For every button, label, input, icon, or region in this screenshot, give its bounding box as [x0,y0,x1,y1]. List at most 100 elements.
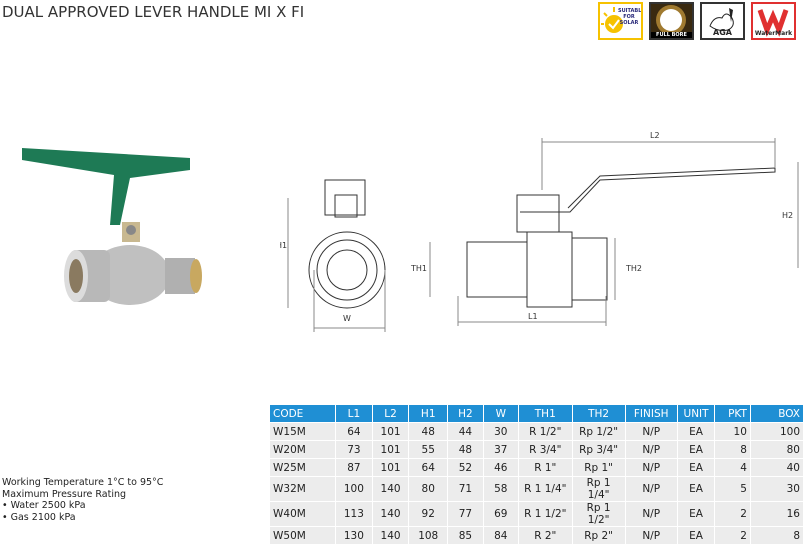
table-cell: N/P [625,441,677,459]
table-cell: 100 [336,477,373,502]
table-cell: Rp 1" [572,459,625,477]
table-cell: 101 [372,423,409,441]
table-cell: 64 [336,423,373,441]
table-cell: 77 [448,502,484,527]
table-cell: Rp 1 1/2" [572,502,625,527]
table-cell: R 1/2" [518,423,572,441]
table-cell: 8 [715,441,751,459]
specs-notes: Working Temperature 1°C to 95°C Maximum … [2,477,163,523]
table-cell: R 3/4" [518,441,572,459]
table-cell: 85 [448,527,484,544]
table-cell: 80 [750,441,803,459]
table-cell: 80 [409,477,448,502]
table-cell: Rp 1 1/4" [572,477,625,502]
l1-label: L1 [528,312,538,321]
table-cell: 130 [336,527,373,544]
table-cell: 58 [483,477,518,502]
table-cell: N/P [625,502,677,527]
water-pressure: • Water 2500 kPa [2,500,163,512]
aga-text: AGA [702,28,743,37]
table-cell: 2 [715,502,751,527]
technical-drawing: H1 W L2 H2 TH1 L1 TH2 [280,120,800,340]
h2-label: H2 [782,211,793,220]
table-cell: 100 [750,423,803,441]
column-header: TH1 [518,405,572,423]
column-header: W [483,405,518,423]
table-cell: N/P [625,459,677,477]
th2-label: TH2 [625,264,642,273]
table-cell: N/P [625,423,677,441]
column-header: H2 [448,405,484,423]
table-cell: Rp 1/2" [572,423,625,441]
column-header: TH2 [572,405,625,423]
watermark-badge: WaterMark [751,2,796,40]
table-cell: 101 [372,441,409,459]
table-cell: EA [677,459,715,477]
table-cell: 48 [409,423,448,441]
working-temperature: Working Temperature 1°C to 95°C [2,477,163,489]
table-cell: 71 [448,477,484,502]
table-cell: 87 [336,459,373,477]
table-cell: 113 [336,502,373,527]
table-cell: EA [677,527,715,544]
table-cell: 108 [409,527,448,544]
table-cell: R 1 1/2" [518,502,572,527]
table-cell: R 1" [518,459,572,477]
max-pressure-heading: Maximum Pressure Rating [2,489,163,501]
table-cell: 10 [715,423,751,441]
table-cell: 55 [409,441,448,459]
table-cell: W20M [270,441,336,459]
table-cell: R 1 1/4" [518,477,572,502]
h1-label: H1 [280,241,287,250]
table-cell: 16 [750,502,803,527]
page-title: DUAL APPROVED LEVER HANDLE MI X FI [2,3,304,21]
table-cell: 40 [750,459,803,477]
full-bore-badge: FULL BORE [649,2,694,40]
aga-badge: AGA [700,2,745,40]
table-cell: EA [677,502,715,527]
table-cell: R 2" [518,527,572,544]
certification-badges: SUITABLE FOR SOLAR FULL BORE AGA WaterMa… [598,2,796,40]
full-bore-text: FULL BORE [651,32,692,38]
table-cell: W50M [270,527,336,544]
table-cell: 44 [448,423,484,441]
column-header: UNIT [677,405,715,423]
l2-label: L2 [650,131,660,140]
table-cell: 84 [483,527,518,544]
watermark-text: WaterMark [753,30,794,37]
table-cell: EA [677,441,715,459]
table-cell: EA [677,423,715,441]
table-cell: Rp 3/4" [572,441,625,459]
table-cell: 140 [372,477,409,502]
solar-badge: SUITABLE FOR SOLAR [598,2,643,40]
table-cell: 4 [715,459,751,477]
column-header: CODE [270,405,336,423]
table-cell: 2 [715,527,751,544]
table-cell: 73 [336,441,373,459]
solar-badge-text: SUITABLE FOR SOLAR [618,8,640,26]
table-cell: 46 [483,459,518,477]
table-cell: W40M [270,502,336,527]
column-header: PKT [715,405,751,423]
table-cell: W15M [270,423,336,441]
table-cell: 64 [409,459,448,477]
table-cell: 37 [483,441,518,459]
table-cell: 5 [715,477,751,502]
column-header: L2 [372,405,409,423]
column-header: L1 [336,405,373,423]
gas-pressure: • Gas 2100 kPa [2,512,163,524]
w-label: W [343,314,351,323]
th1-label: TH1 [410,264,427,273]
table-cell: 8 [750,527,803,544]
table-cell: 92 [409,502,448,527]
table-cell: N/P [625,477,677,502]
table-cell: 48 [448,441,484,459]
table-cell: W25M [270,459,336,477]
table-cell: 52 [448,459,484,477]
